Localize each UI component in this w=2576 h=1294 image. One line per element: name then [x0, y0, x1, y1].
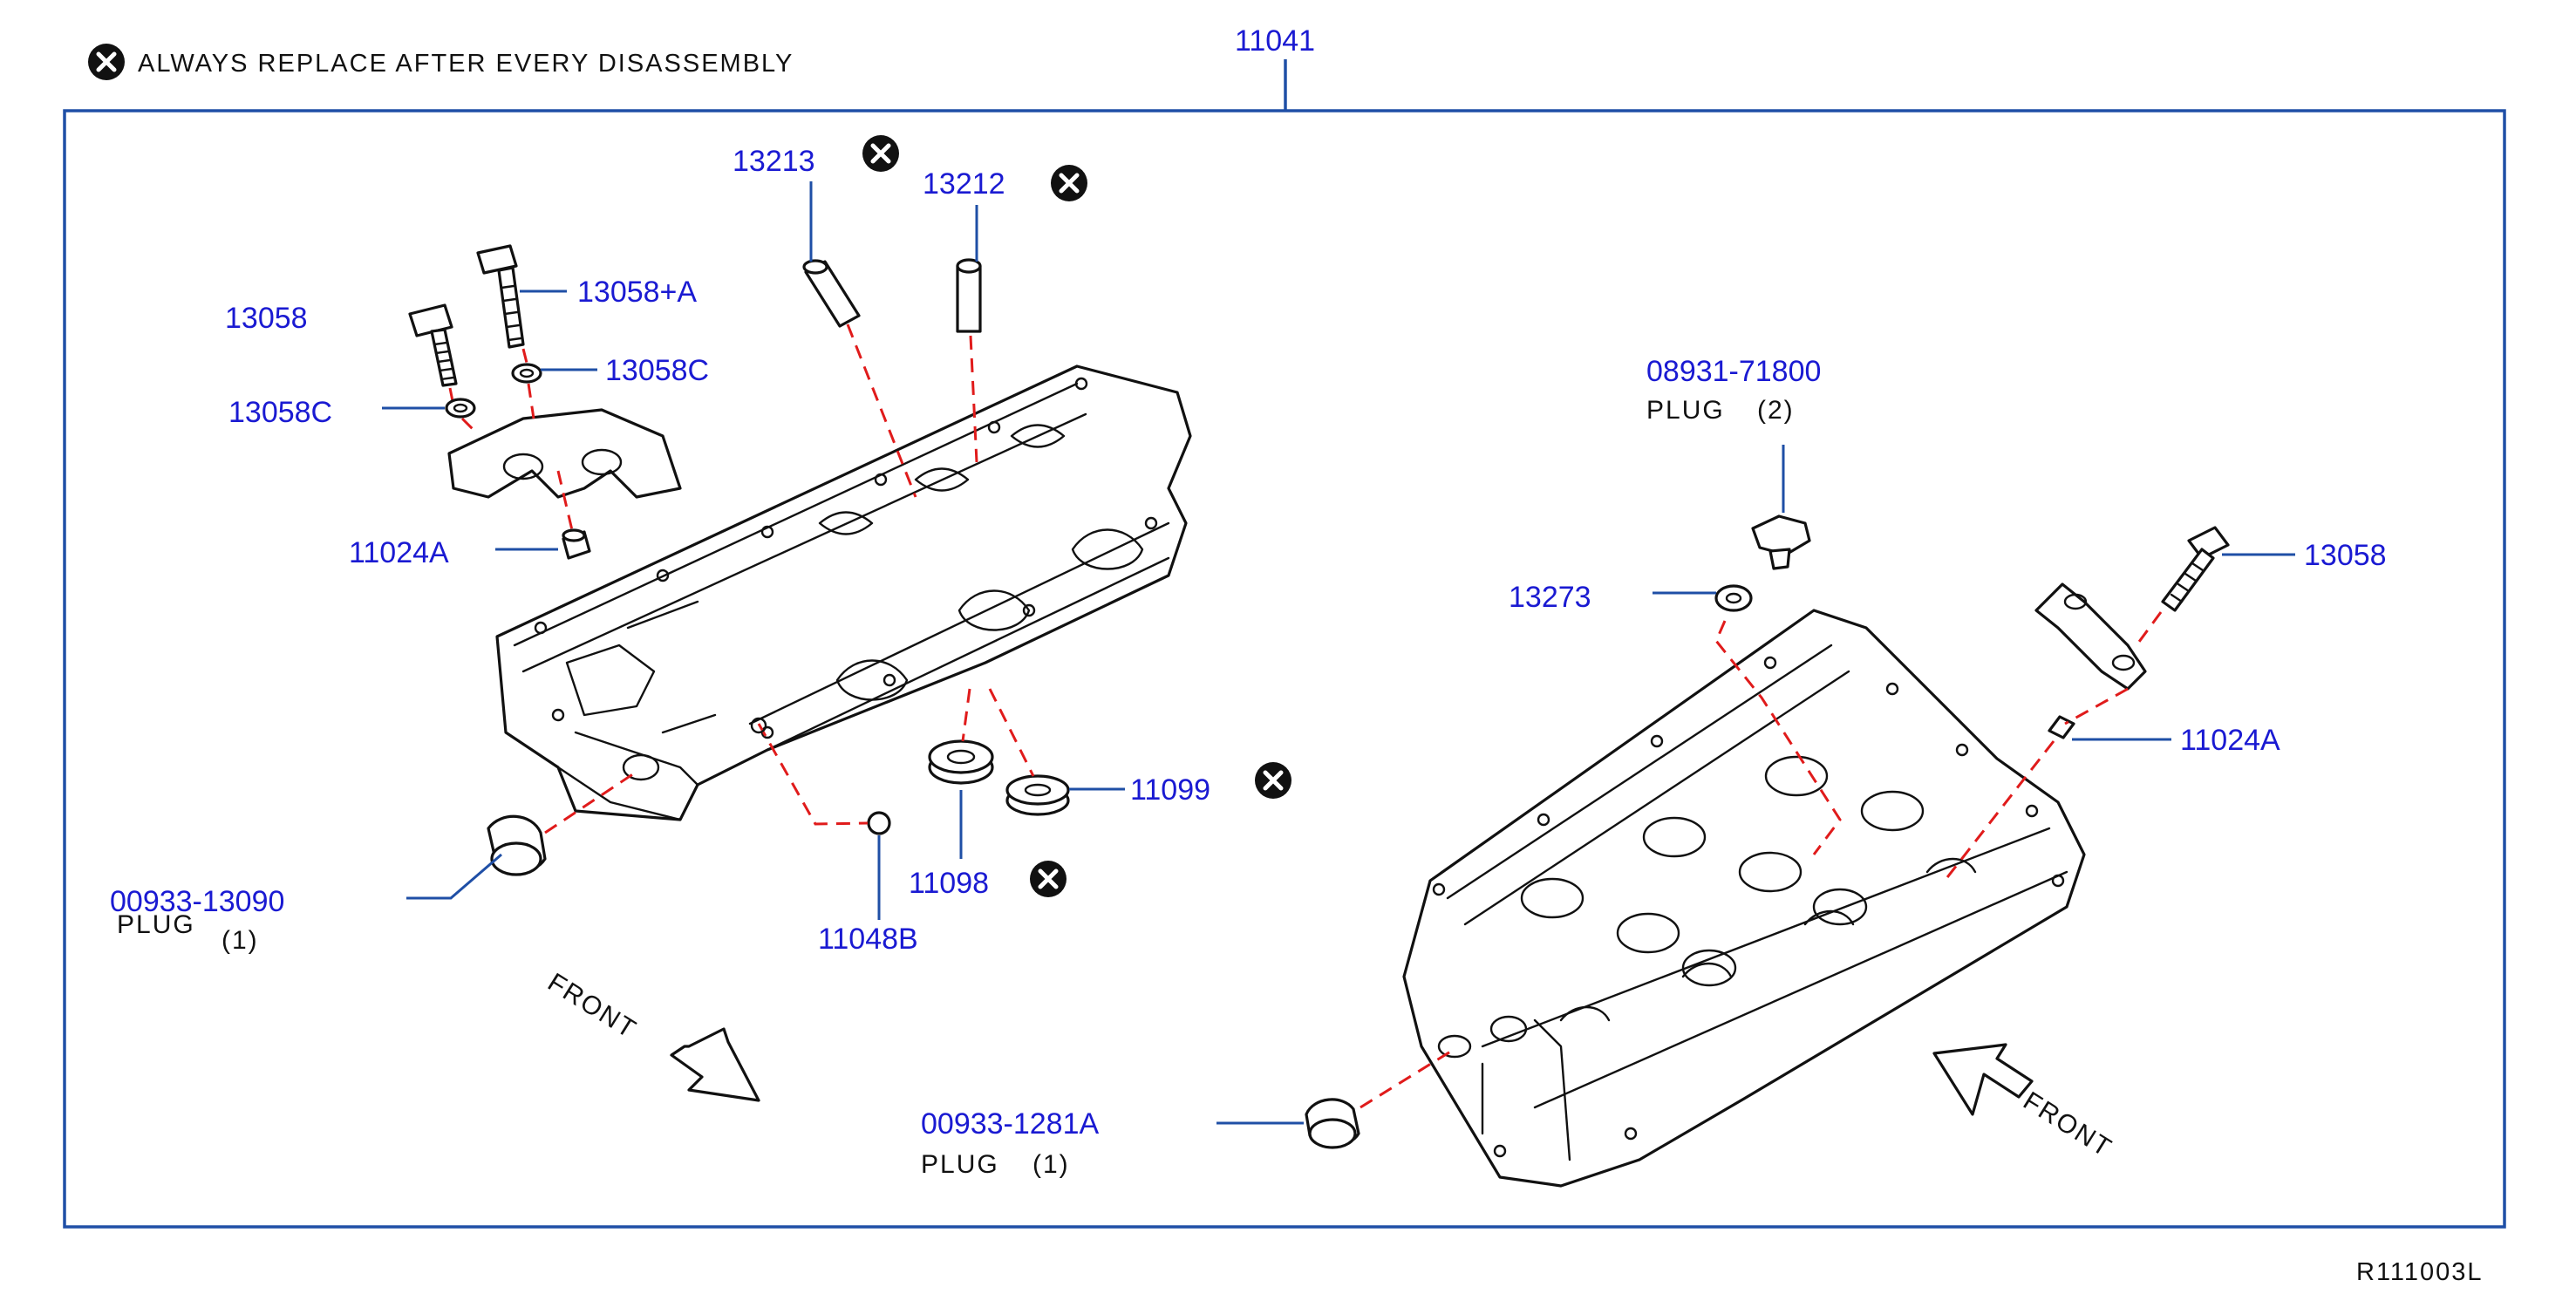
callout-08931-71800: 08931-71800	[1646, 355, 1821, 388]
part-13058c-left: 13058C	[228, 396, 477, 433]
callout-13213: 13213	[733, 145, 815, 178]
replace-icon	[1051, 165, 1087, 201]
part-00933-13090: 00933-13090 PLUG (1)	[110, 770, 637, 955]
assembly-frame	[63, 109, 2506, 1229]
callout-13058c: 13058C	[605, 354, 709, 387]
callout-11098: 11098	[909, 867, 989, 900]
callout-13212: 13212	[923, 167, 1005, 201]
left-bracket	[447, 408, 682, 499]
part-13058-plus-a: 13058+A	[476, 244, 697, 367]
front-arrow-left: FRONT	[542, 968, 760, 1102]
part-11024a-right: 11024A	[1943, 687, 2280, 882]
callout-plug-name: PLUG	[1646, 396, 1725, 425]
front-label: FRONT	[2018, 1086, 2117, 1163]
callout-13058: 13058	[225, 302, 308, 335]
part-13213: 13213	[733, 135, 917, 498]
assembly-number: 11041	[1235, 24, 1315, 58]
callout-plug-qty: (2)	[1757, 396, 1795, 425]
callout-13058-plus-a: 13058+A	[577, 276, 697, 309]
replace-icon	[1255, 762, 1291, 799]
diagram-code: R111003L	[2356, 1258, 2484, 1286]
callout-00933-1281a: 00933-1281A	[921, 1107, 1100, 1141]
right-bracket	[2034, 582, 2147, 691]
part-08931-71800: 08931-71800 PLUG (2)	[1646, 355, 1821, 570]
front-arrow-right: FRONT	[1932, 1043, 2117, 1163]
callout-plug-qty: (1)	[221, 926, 259, 955]
callout-11024a: 11024A	[349, 536, 449, 569]
callout-11024a: 11024A	[2180, 724, 2280, 757]
callout-plug-qty: (1)	[1032, 1150, 1070, 1179]
callout-plug-name: PLUG	[921, 1150, 999, 1179]
legend: ALWAYS REPLACE AFTER EVERY DISASSEMBLY	[88, 44, 794, 80]
callout-11048b: 11048B	[818, 923, 918, 956]
legend-text: ALWAYS REPLACE AFTER EVERY DISASSEMBLY	[138, 50, 794, 78]
left-cylinder-head	[495, 364, 1192, 821]
cross-circle-icon	[88, 44, 125, 80]
callout-13058c: 13058C	[228, 396, 332, 429]
front-label: FRONT	[542, 968, 642, 1045]
part-13058-left: 13058	[225, 302, 458, 406]
callout-11099: 11099	[1130, 773, 1210, 807]
part-13058-right: 13058	[2135, 526, 2387, 646]
replace-icon	[1030, 861, 1067, 897]
part-13273: 13273	[1509, 581, 1842, 855]
callout-13273: 13273	[1509, 581, 1591, 614]
part-00933-1281a: 00933-1281A PLUG (1)	[921, 1049, 1453, 1179]
part-13212: 13212	[923, 165, 1087, 463]
part-11098: 11098	[909, 688, 1067, 900]
callout-13058: 13058	[2304, 539, 2387, 572]
part-13058c-right: 13058C	[511, 354, 709, 419]
part-11024a-left: 11024A	[349, 470, 591, 569]
replace-icon	[862, 135, 899, 172]
part-11048b: 11048B	[750, 717, 918, 956]
part-11099: 11099	[988, 688, 1291, 816]
callout-00933-13090: 00933-13090	[110, 885, 284, 918]
callout-plug-name: PLUG	[117, 910, 195, 939]
right-cylinder-head	[1402, 609, 2086, 1188]
